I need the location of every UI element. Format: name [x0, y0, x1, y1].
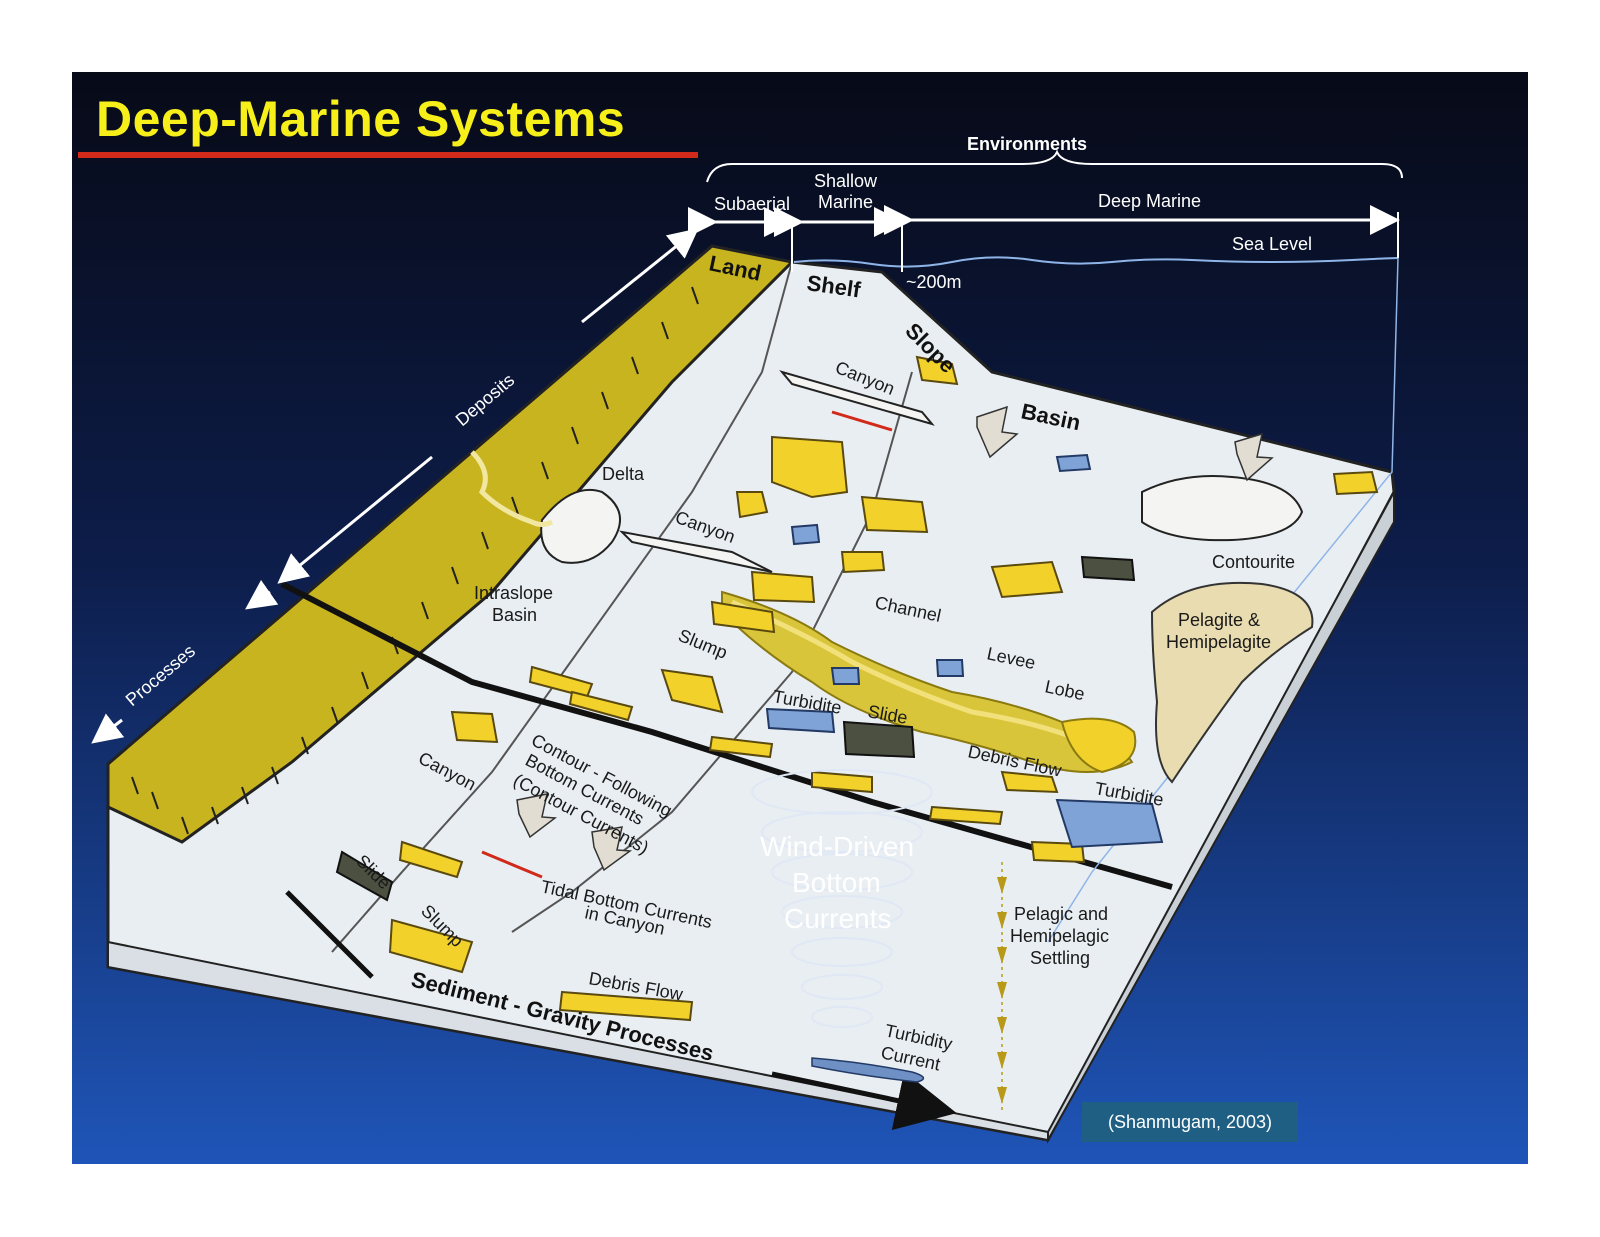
contourite-label: Contourite: [1212, 552, 1295, 572]
sediment-gravity-arrow-path: [285, 890, 374, 979]
river: [470, 450, 554, 527]
turbidite-deposits: [765, 453, 1164, 849]
deep-marine-label: Deep Marine: [1098, 191, 1201, 211]
block-right-face: [1047, 491, 1395, 1144]
delta-label: Delta: [602, 464, 645, 484]
title-underline: [78, 152, 698, 158]
citation-badge: (Shanmugam, 2003): [1082, 1102, 1298, 1142]
channel-levee-complex: [721, 590, 1134, 773]
depth-label: ~200m: [906, 272, 962, 292]
tidal-arrow-upper: [831, 410, 893, 432]
canyon-mid: [619, 530, 773, 573]
pelagite-label-1: Pelagite &: [1178, 610, 1260, 630]
contourite-drift: [1141, 475, 1304, 542]
environments-heading: Environments: [967, 134, 1087, 154]
pelagic-label-3: Settling: [1030, 948, 1090, 968]
delta-deposit: [540, 488, 621, 564]
intraslope-label-2: Basin: [492, 605, 537, 625]
slide-blocks: [335, 555, 1136, 902]
processes-arrow-down: [91, 713, 125, 744]
lobe-deposit: [1060, 717, 1137, 774]
sea-level-label: Sea Level: [1232, 234, 1312, 254]
settling-arrows: [997, 862, 1007, 1112]
sand-deposits: [388, 355, 1379, 1022]
processes-arrow-up: [245, 579, 279, 610]
block-diagram: Environments Subaerial Shallow Marine De…: [72, 72, 1528, 1164]
current-arrows: [516, 405, 1274, 872]
land-hatching: [131, 286, 699, 835]
deposits-arrow-down: [277, 455, 433, 584]
turbidity-current: [811, 1057, 925, 1083]
sea-level-line: [793, 256, 1399, 268]
deposits-processes-divider: [280, 581, 1173, 890]
wind-label-3: Currents: [784, 903, 891, 934]
shelf-slope-break: [331, 261, 793, 953]
page-title: Deep-Marine Systems: [96, 91, 626, 147]
tidal-arrow-lower: [481, 850, 543, 879]
pelagite-deposit: [1150, 581, 1314, 784]
deposits-arrow-up: [581, 228, 699, 324]
environments-bracket: [706, 149, 1403, 183]
subaerial-label: Subaerial: [714, 194, 790, 214]
wind-label-2: Bottom: [792, 867, 881, 898]
diagram-slide: Environments Subaerial Shallow Marine De…: [72, 72, 1528, 1164]
pelagite-label-2: Hemipelagite: [1166, 632, 1271, 652]
land-strip: [106, 244, 796, 844]
canyon-upper: [779, 370, 935, 426]
intraslope-label-1: Intraslope: [474, 583, 553, 603]
pelagic-label-2: Hemipelagic: [1010, 926, 1109, 946]
pelagic-label-1: Pelagic and: [1014, 904, 1108, 924]
shallow-marine-label-2: Marine: [818, 192, 873, 212]
wind-label-1: Wind-Driven: [760, 831, 914, 862]
shallow-marine-label-1: Shallow: [814, 171, 878, 191]
wind-driven-vortex: [751, 769, 933, 1028]
sediment-gravity-arrow: [771, 1071, 957, 1131]
